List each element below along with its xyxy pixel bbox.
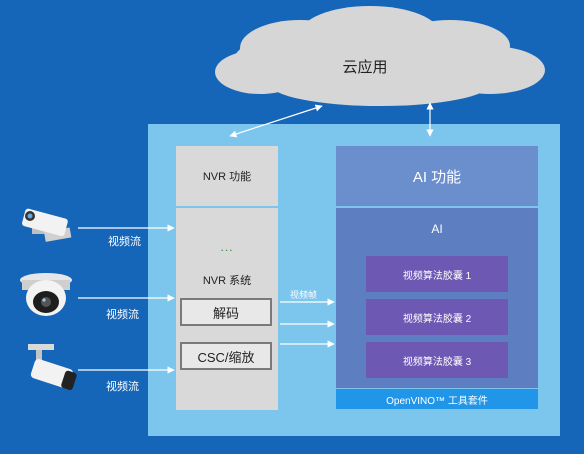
ai-label: AI [431,222,443,236]
video-analytics-capsule-3: 视频算法胶囊 3 [366,342,508,378]
nvr-function-header: NVR 功能 [176,146,278,206]
bullet-camera-icon-1 [22,208,72,242]
cloud-label: 云应用 [342,59,388,76]
csc-scale-box: CSC/缩放 [180,342,272,370]
ai-function-header: AI 功能 [336,146,538,206]
video-stream-label-3: 视频流 [106,381,139,393]
bullet-camera-icon-2 [28,344,77,391]
cloud-nvr-arrow [229,104,323,138]
nvr-ellipsis: ... [220,240,234,254]
dome-camera-icon [20,273,72,316]
video-analytics-capsule-2: 视频算法胶囊 2 [366,299,508,335]
video-stream-label-2: 视频流 [106,309,139,321]
video-frame-label: 视频帧 [290,290,318,300]
nvr-system-label: NVR 系统 [202,275,252,287]
video-analytics-capsule-1: 视频算法胶囊 1 [366,256,508,292]
openvino-toolkit-bar: OpenVINO™ 工具套件 [336,389,538,409]
video-stream-label-1: 视频流 [108,236,141,248]
decode-box: 解码 [180,298,272,326]
